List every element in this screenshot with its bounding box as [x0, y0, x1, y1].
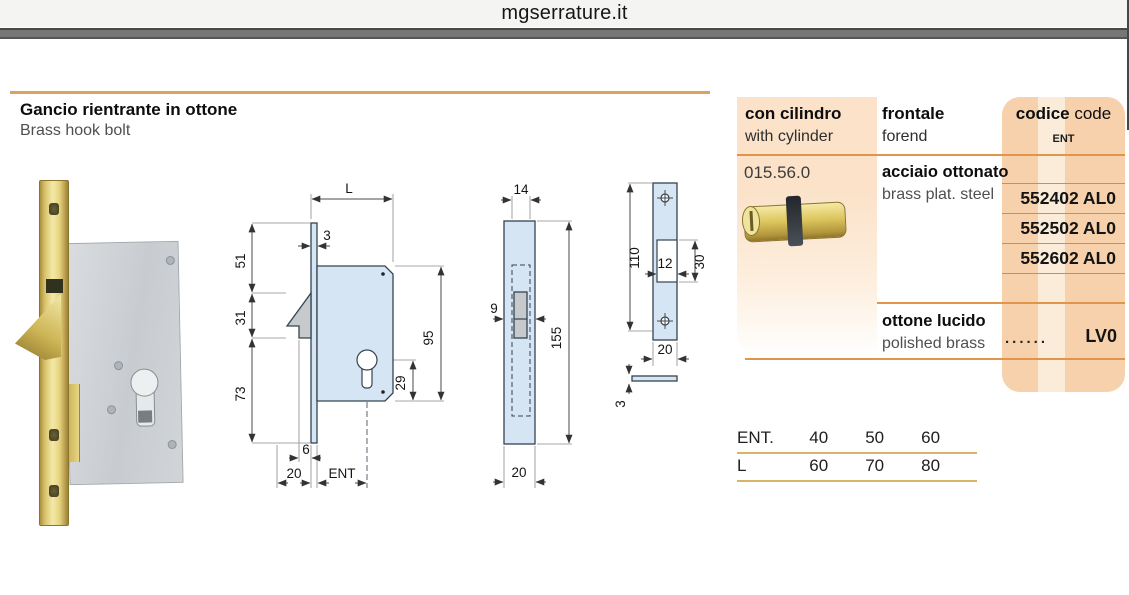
photo-rivet: [106, 405, 117, 415]
size-row-label: L: [737, 456, 747, 475]
dim-label: 73: [233, 386, 248, 401]
dim-label: 155: [549, 327, 564, 350]
photo-screw-hole: [49, 485, 59, 497]
code-row: 552502 AL0: [1002, 213, 1125, 243]
dim-label: 12: [657, 256, 672, 271]
spec-header-code: codice code: [1002, 104, 1125, 124]
spec-col-code-stripe: [1038, 97, 1065, 392]
browser-print-header: mgserrature.it: [0, 0, 1129, 28]
dim-label: 9: [490, 301, 498, 316]
dim-label: 95: [421, 330, 436, 345]
spec-col-code-bg: [1002, 97, 1125, 392]
finish2-en: polished brass: [882, 335, 986, 352]
size-value: 40: [809, 428, 829, 447]
dimension-labels: 14 9 155 20: [490, 182, 564, 480]
site-title: mgserrature.it: [501, 2, 628, 24]
cylinder-keyway-slot: [749, 210, 754, 232]
photo-hook-inner: [67, 384, 80, 462]
cylinder-ref-code: 015.56.0: [744, 163, 811, 182]
euro-keyhole-circle: [356, 349, 378, 371]
spec-header-cylinder-it: con cilindro: [745, 104, 842, 123]
dimension-labels: 110 12 30 20 3: [613, 247, 707, 408]
dim-label: 3: [613, 400, 628, 408]
cylinder-cam: [785, 195, 804, 247]
page-edge-line: [1127, 0, 1129, 130]
photo-screw-hole: [49, 203, 59, 215]
size-table: ENT. 40 50 60 L 60 70 80: [737, 426, 977, 482]
dim-label: 29: [393, 375, 408, 390]
size-value: 60: [809, 456, 829, 475]
hook-slot-shape: [513, 291, 528, 339]
spec-header-code-rest: code: [1069, 104, 1112, 123]
size-row-label: ENT.: [737, 428, 774, 447]
finish1-en: brass plat. steel: [882, 186, 995, 203]
product-title: Gancio rientrante in ottone: [20, 100, 238, 119]
screw-hole-marks: [657, 190, 673, 329]
dim-label: 20: [657, 342, 672, 357]
spec-header-forend-it: frontale: [882, 104, 945, 123]
size-value: 60: [921, 428, 941, 447]
title-accent-rule: [10, 91, 710, 94]
finish2-dots: ......: [1005, 330, 1049, 347]
spec-section-divider: [877, 302, 1125, 304]
size-value: 50: [865, 428, 885, 447]
spec-header-forend-en: forend: [882, 128, 928, 145]
spec-header-divider: [737, 154, 1125, 156]
photo-rivet: [167, 439, 177, 450]
hidden-body-outline: [511, 264, 531, 417]
product-photo: [15, 176, 195, 528]
spec-header-code-bold: codice: [1015, 104, 1070, 123]
side-lock-body-shape: [316, 265, 394, 402]
code-list: 552402 AL0 552502 AL0 552602 AL0: [1002, 183, 1125, 274]
strike-cutout-shape: [656, 239, 678, 283]
size-value: 70: [865, 456, 885, 475]
code-row: 552402 AL0: [1020, 188, 1116, 208]
rivet-dot: [381, 390, 385, 394]
dim-label: 30: [692, 254, 707, 269]
cylinder-photo: [741, 186, 848, 258]
size-row-ent: ENT. 40 50 60: [737, 426, 977, 454]
dim-label: 110: [627, 247, 642, 269]
photo-lock-body: [64, 240, 184, 486]
side-hook-shape: [285, 291, 312, 339]
gray-divider-bar: [0, 28, 1129, 39]
rivet-dot: [381, 272, 385, 276]
photo-hook-slot: [46, 279, 63, 293]
drawing-side-view: L 3 51 31 73 95 29 6 20 ENT: [233, 181, 445, 488]
product-subtitle: Brass hook bolt: [20, 122, 131, 139]
drawing-strike-plate: 110 12 30 20 3: [613, 182, 707, 408]
dim-label: 3: [323, 228, 331, 243]
dim-label: 51: [233, 253, 248, 268]
finish2-it: ottone lucido: [882, 312, 986, 330]
code-row: 552602 AL0: [1002, 243, 1125, 273]
dimension-lines: [493, 196, 573, 488]
dim-label: 14: [513, 182, 529, 197]
spec-header-cylinder-en: with cylinder: [745, 128, 834, 145]
strike-side-shape: [631, 375, 678, 382]
dimension-lines: [625, 182, 699, 394]
dim-label: 20: [286, 466, 301, 481]
dim-label: L: [345, 181, 353, 196]
drawing-faceplate-view: 14 9 155 20: [490, 182, 573, 488]
photo-screw-hole: [49, 429, 59, 441]
spec-bottom-divider: [745, 358, 1125, 360]
dimension-labels: L 3 51 31 73 95 29 6 20 ENT: [233, 181, 436, 481]
size-value: 80: [921, 456, 941, 475]
photo-hook-bolt: [15, 294, 61, 360]
side-faceplate-shape: [310, 222, 318, 444]
dim-label: 20: [511, 465, 526, 480]
finish1-it: acciaio ottonato: [882, 163, 1009, 181]
dim-label: 6: [302, 442, 310, 457]
spec-header-ent: ENT: [1052, 133, 1075, 145]
dim-label: 31: [233, 310, 248, 325]
finish2-code: LV0: [1085, 326, 1117, 346]
photo-rivet: [113, 361, 124, 371]
photo-keyhole-shadow: [138, 410, 153, 423]
dim-label: ENT: [329, 466, 356, 481]
photo-rivet: [165, 255, 175, 266]
size-row-l: L 60 70 80: [737, 454, 977, 482]
